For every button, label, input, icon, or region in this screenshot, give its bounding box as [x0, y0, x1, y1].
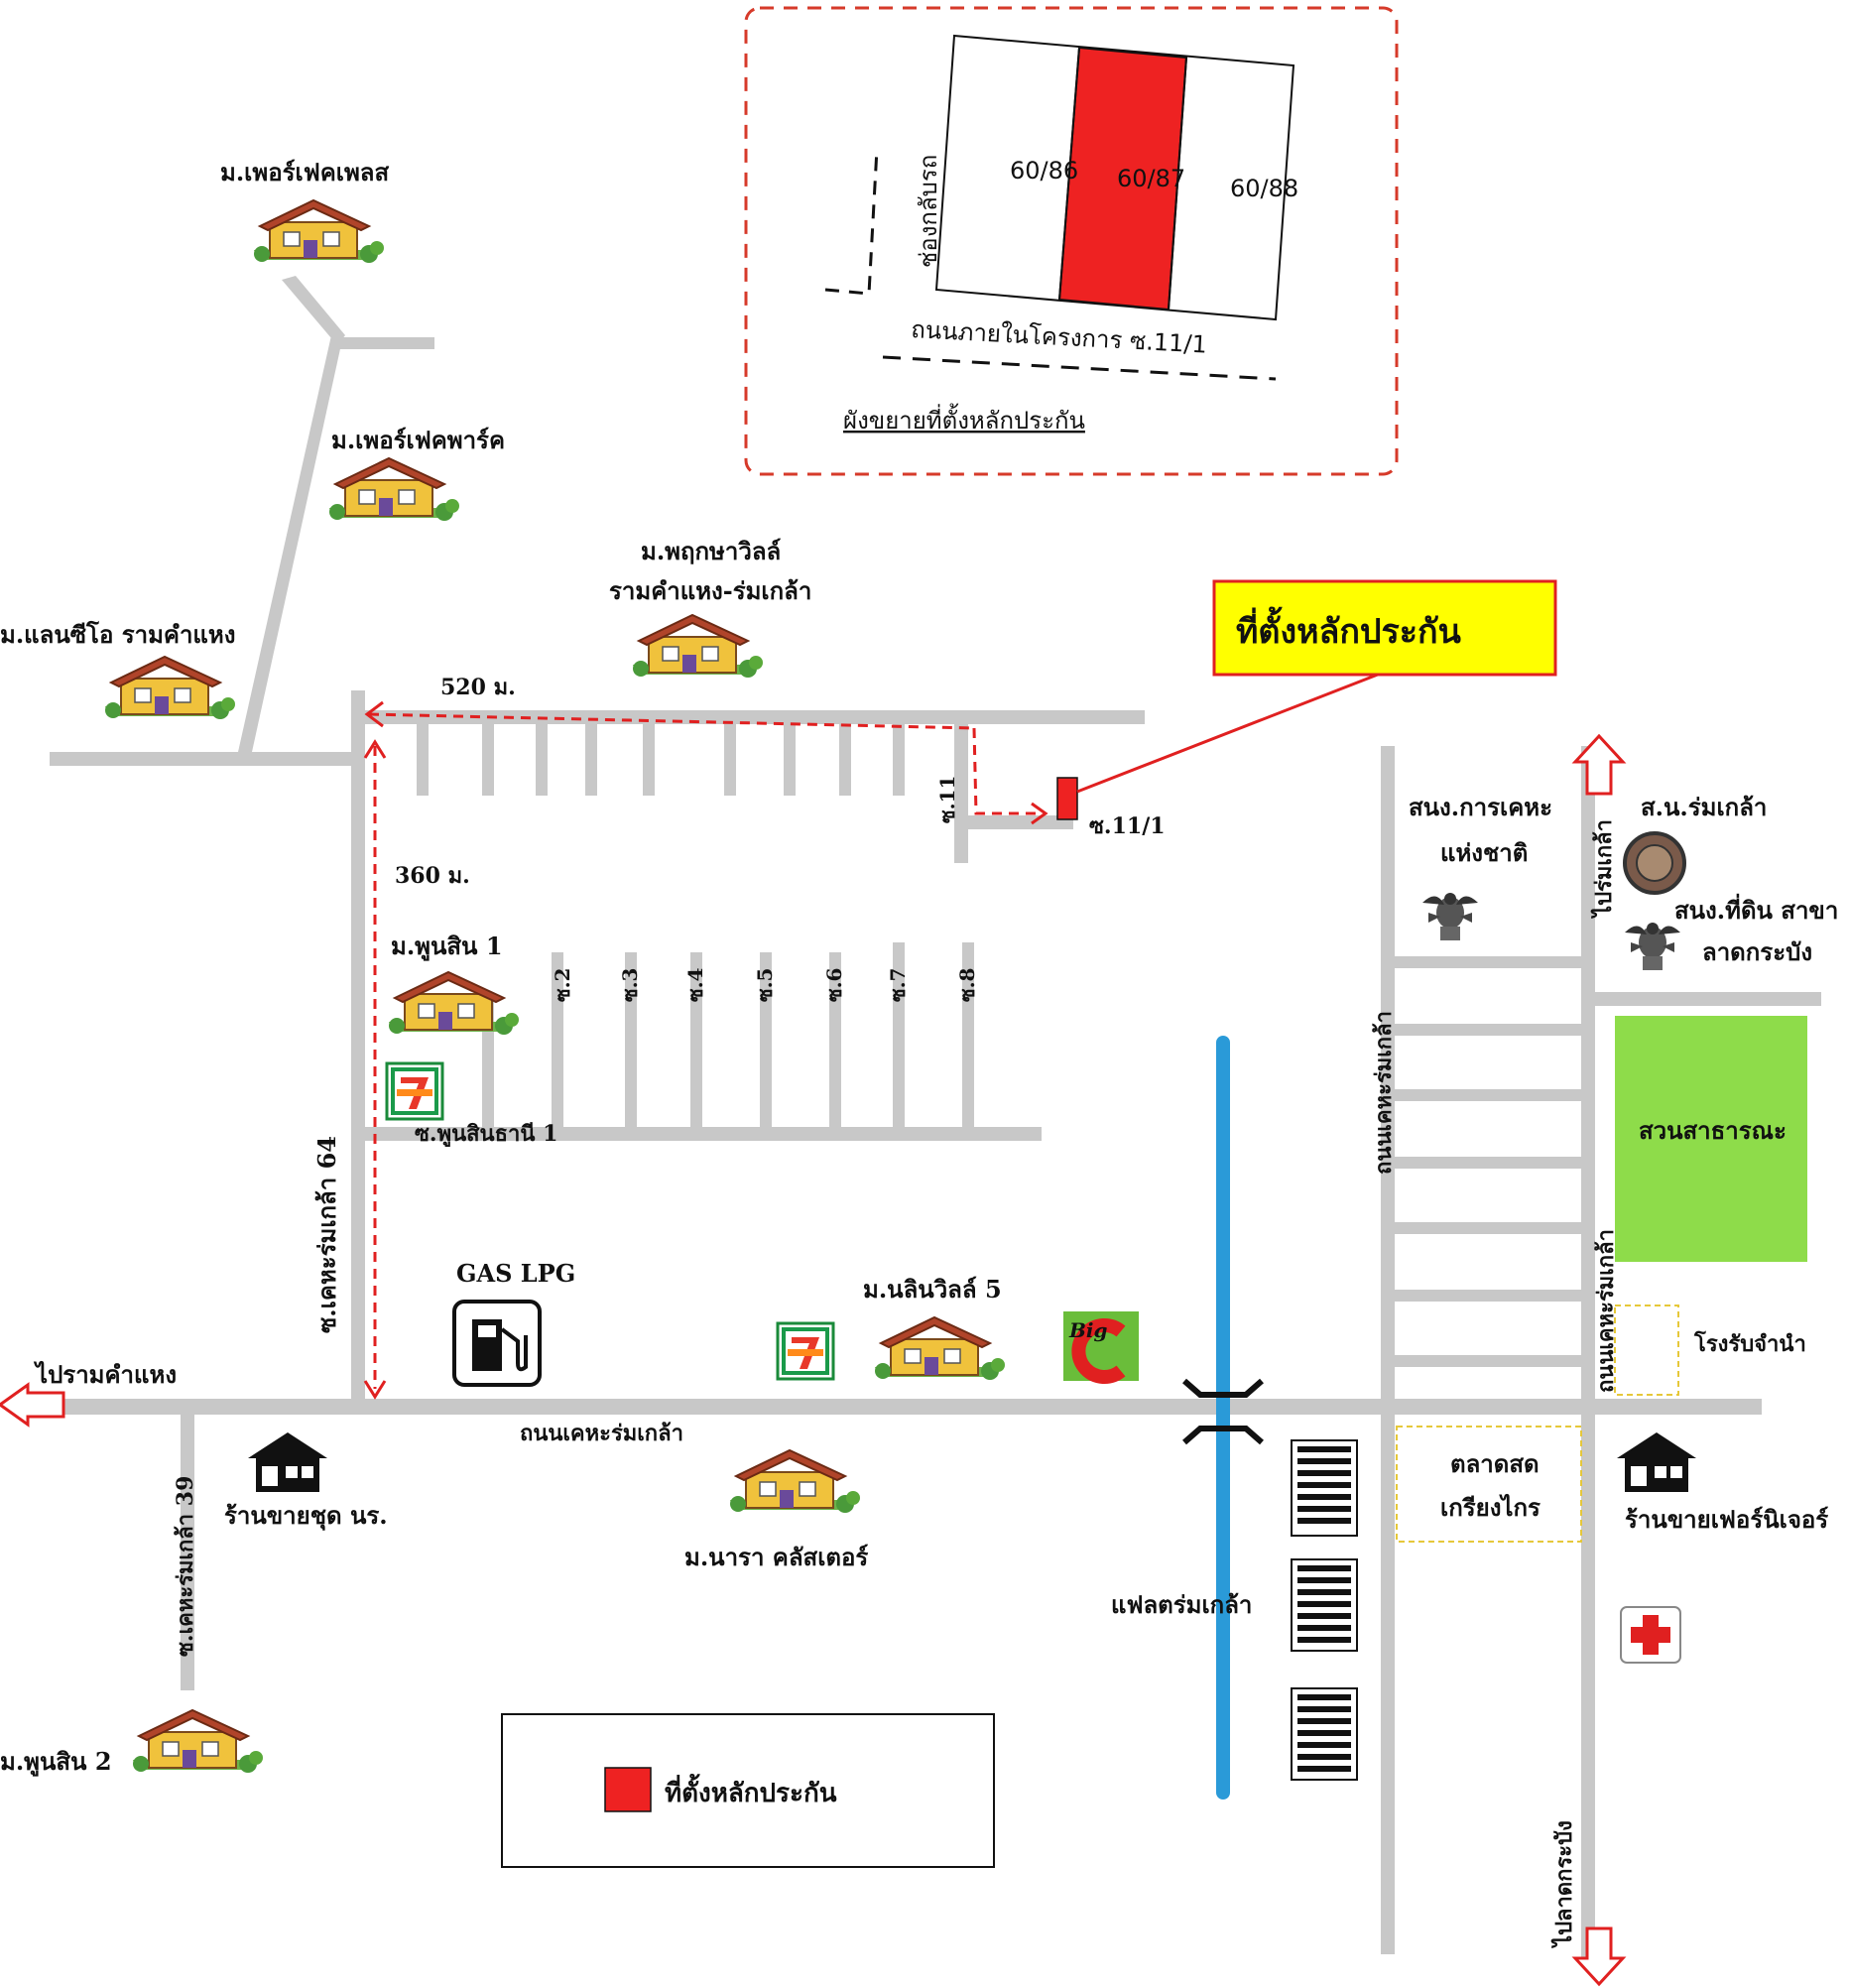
internal-road-label: ถนนภายในโครงการ ซ.11/1	[911, 315, 1208, 359]
soi-2-label: ซ.2	[551, 968, 574, 1002]
kheha-39-road	[181, 1415, 194, 1690]
market-label-1: ตลาดสด	[1450, 1449, 1540, 1478]
soi-5-label: ซ.5	[753, 968, 777, 1002]
soi-7-label: ซ.7	[886, 968, 910, 1002]
plot-label-60-87: 60/87	[1117, 165, 1185, 192]
soi-6-label: ซ.6	[822, 968, 846, 1002]
gas-station-icon	[452, 1300, 542, 1387]
kheha-39-label: ซ.เคหะร่มเกล้า 39	[173, 1476, 198, 1657]
arrow-left-icon	[0, 1382, 65, 1428]
road-network	[20, 276, 1821, 1966]
bigc-logo: Big	[1063, 1311, 1139, 1384]
turnaround-label: ช่องกลับรถ	[915, 155, 942, 268]
pawnshop-box	[1614, 1305, 1679, 1396]
bridge-icon	[1182, 1378, 1264, 1445]
inset-plan: 60/86 60/87 60/88 ช่องกลับรถ ถนนภายในโคร…	[744, 6, 1399, 476]
kheha-64-label: ซ.เคหะร่มเกล้า 64	[312, 1136, 341, 1333]
bigc-text: Big	[1068, 1318, 1108, 1342]
village-lanceo: ม.แลนซีโอ รามคำแหง	[0, 620, 235, 649]
village-perfect-park: ม.เพอร์เฟคพาร์ค	[331, 426, 505, 454]
arrow-down-icon	[1571, 1926, 1627, 1987]
main-road	[20, 1399, 1762, 1415]
furniture-shop-label: ร้านขายเฟอร์นิเจอร์	[1625, 1505, 1828, 1534]
village-pruksa-1: ม.พฤกษาวิลล์	[641, 537, 781, 565]
soi-11-1-label: ซ.11/1	[1089, 813, 1166, 839]
callout-pointer	[1076, 671, 1384, 794]
village-nalinville: ม.นลินวิลล์ 5	[863, 1275, 1002, 1304]
police-label: ส.น.ร่มเกล้า	[1641, 793, 1767, 821]
nha-label-1: สนง.การเคหะ	[1409, 793, 1552, 821]
land-office-label-1: สนง.ที่ดิน สาขา	[1674, 893, 1838, 925]
poonsin-thani-road	[365, 1127, 1042, 1141]
park-label: สวนสาธารณะ	[1639, 1116, 1787, 1145]
park-area	[1615, 1016, 1807, 1262]
right-road-1	[1381, 746, 1395, 1954]
kheha-64-road	[351, 690, 365, 1413]
poonsin-thani-label: ซ.พูนสินธานี 1	[415, 1121, 557, 1148]
village-nara: ม.นารา คลัสเตอร์	[684, 1543, 868, 1571]
right-road-2	[1581, 746, 1595, 1966]
soi-4-label: ซ.4	[683, 967, 707, 1002]
pawnshop-label: โรงรับจำนำ	[1693, 1330, 1806, 1357]
police-seal-icon	[1623, 831, 1686, 895]
nha-label-2: แห่งชาติ	[1440, 838, 1528, 867]
collateral-marker	[1056, 777, 1078, 820]
flats-label: แฟลตร่มเกล้า	[1111, 1590, 1252, 1619]
soi-3-label: ซ.3	[618, 968, 642, 1002]
collateral-callout: ที่ตั้งหลักประกัน	[1212, 579, 1557, 677]
plot-label-60-88: 60/88	[1230, 175, 1298, 202]
plot-label-60-86: 60/86	[1010, 157, 1078, 185]
to-ramkhamhaeng-label: ไปรามคำแหง	[33, 1360, 177, 1389]
inset-border	[744, 6, 1399, 476]
flats-icons	[1291, 1439, 1358, 1781]
village-perfect-place: ม.เพอร์เฟคเพลส	[220, 158, 389, 186]
village-pruksa-2: รามคำแหง-ร่มเกล้า	[609, 576, 811, 605]
canal	[1216, 1036, 1230, 1800]
right-road-1-label: ถนนเคหะร่มเกล้า	[1371, 1011, 1397, 1175]
uniform-shop-label: ร้านขายชุด นร.	[224, 1501, 388, 1532]
market-label-2: เกรียงไกร	[1440, 1493, 1541, 1522]
soi-8-label: ซ.8	[955, 968, 979, 1002]
route-markers	[363, 700, 1048, 1400]
legend-swatch	[604, 1767, 652, 1812]
arrow-up-icon	[1571, 733, 1627, 796]
inset-caption: ผังขยายที่ตั้งหลักประกัน	[843, 403, 1085, 435]
hospital-icon	[1620, 1606, 1681, 1664]
to-romklao-label: ไปร่มเกล้า	[1590, 819, 1617, 919]
village-poonsin-1: ม.พูนสิน 1	[391, 932, 503, 961]
upper-road	[351, 710, 1145, 724]
distance-vertical: 360 ม.	[395, 863, 470, 889]
legend: ที่ตั้งหลักประกัน	[501, 1713, 995, 1868]
callout-label: ที่ตั้งหลักประกัน	[1236, 606, 1461, 652]
land-office-label-2: ลาดกระบัง	[1702, 937, 1812, 966]
distance-horizontal: 520 ม.	[440, 675, 516, 700]
to-latkrabang-label: ไปลาดกระบัง	[1550, 1820, 1577, 1948]
soi-11-label: ซ.11	[935, 776, 959, 823]
right-road-2-label: ถนนเคหะร่มเกล้า	[1593, 1229, 1619, 1393]
market-box	[1396, 1426, 1582, 1543]
village-poonsin-2: ม.พูนสิน 2	[0, 1747, 112, 1777]
main-road-label: ถนนเคหะร่มเกล้า	[520, 1421, 683, 1446]
gas-label: GAS LPG	[456, 1259, 575, 1288]
legend-label: ที่ตั้งหลักประกัน	[665, 1773, 837, 1808]
